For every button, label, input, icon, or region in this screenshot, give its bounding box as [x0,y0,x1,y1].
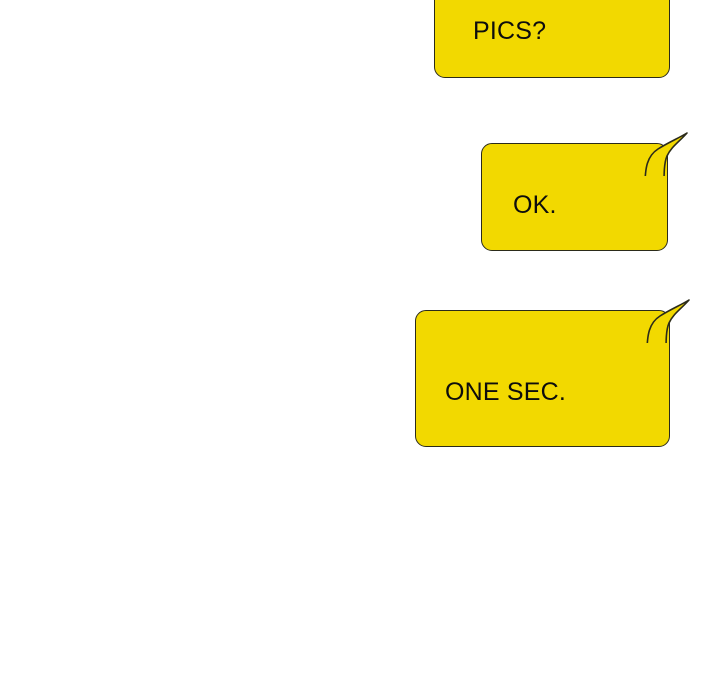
speech-bubble-text: PICS? [473,17,547,46]
speech-bubble-text: ONE SEC. [445,377,567,406]
speech-tail-icon [643,132,689,188]
speech-bubble-text: OK. [513,191,557,220]
speech-bubble-onesec: ONE SEC. [415,299,690,447]
speech-bubble-pics: PICS? [434,0,670,78]
speech-tail-icon [645,299,691,355]
speech-bubble-ok: OK. [481,132,688,251]
